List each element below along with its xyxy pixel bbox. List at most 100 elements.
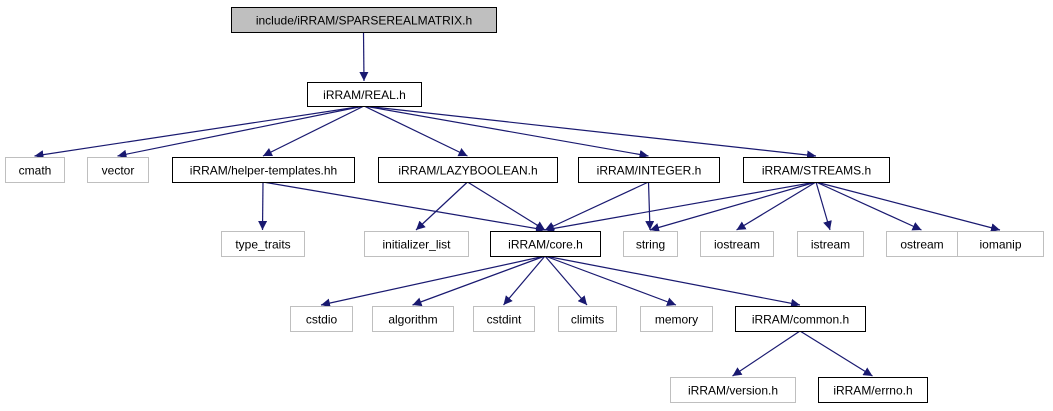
node-box: [957, 231, 1044, 257]
node-box: [172, 157, 355, 183]
edge-lazyboolean-to-initializer-list: [415, 181, 468, 231]
edge-streams-to-istream: [815, 181, 832, 231]
node-box: [818, 377, 928, 403]
node-cmath: cmath: [5, 157, 65, 183]
node-box: [670, 377, 796, 403]
node-label: iRRAM/LAZYBOOLEAN.h: [398, 164, 537, 178]
node-box: [578, 157, 720, 183]
edge-streams-to-core: [544, 181, 817, 233]
nodes: include/iRRAM/SPARSEREALMATRIX.h iRRAM/RE…: [5, 7, 1044, 403]
node-box: [364, 231, 469, 257]
node-lazyboolean[interactable]: iRRAM/LAZYBOOLEAN.h: [378, 157, 558, 183]
node-label: iostream: [714, 238, 760, 252]
edge-helper-templates-to-core: [262, 181, 546, 233]
node-type-traits: type_traits: [221, 231, 305, 257]
edge-real-to-streams: [363, 105, 817, 160]
edge-core-to-cstdint: [503, 255, 546, 306]
node-box: [87, 157, 149, 183]
edge-real-to-integer: [363, 105, 649, 159]
node-common[interactable]: iRRAM/common.h: [735, 306, 866, 332]
node-integer[interactable]: iRRAM/INTEGER.h: [578, 157, 720, 183]
node-box: [623, 231, 678, 257]
edge-real-to-vector: [117, 105, 365, 159]
node-box: [700, 231, 774, 257]
node-box: [743, 157, 890, 183]
node-root[interactable]: include/iRRAM/SPARSEREALMATRIX.h: [231, 7, 497, 33]
edge-common-to-version: [732, 330, 801, 377]
edges: [34, 31, 1001, 377]
node-label: initializer_list: [382, 238, 451, 252]
node-label: string: [636, 238, 665, 252]
node-label: iRRAM/REAL.h: [323, 88, 406, 102]
node-box: [797, 231, 864, 257]
node-box: [886, 231, 958, 257]
node-label: cstdio: [306, 313, 338, 327]
node-label: vector: [102, 164, 135, 178]
node-label: include/iRRAM/SPARSEREALMATRIX.h: [256, 14, 472, 28]
edge-common-to-errno: [799, 330, 873, 377]
edge-core-to-algorithm: [412, 255, 546, 307]
node-box: [372, 306, 454, 332]
edge-core-to-memory: [544, 255, 677, 307]
node-label: climits: [571, 313, 604, 327]
node-label: iRRAM/helper-templates.hh: [190, 164, 337, 178]
edge-streams-to-ostream: [815, 181, 922, 231]
node-box: [640, 306, 713, 332]
node-label: iRRAM/INTEGER.h: [597, 164, 702, 178]
edge-streams-to-iostream: [736, 181, 817, 231]
edge-real-to-cmath: [34, 105, 365, 160]
edge-core-to-climits: [544, 255, 588, 306]
node-label: iomanip: [979, 238, 1021, 252]
edge-integer-to-core: [544, 181, 649, 231]
node-label: iRRAM/version.h: [688, 384, 778, 398]
edge-core-to-cstdio: [320, 255, 546, 308]
node-real[interactable]: iRRAM/REAL.h: [307, 82, 422, 107]
node-label: iRRAM/core.h: [508, 238, 583, 252]
node-iomanip: iomanip: [957, 231, 1044, 257]
node-initializer-list: initializer_list: [364, 231, 469, 257]
node-errno[interactable]: iRRAM/errno.h: [818, 377, 928, 403]
node-label: memory: [655, 313, 698, 327]
node-iostream: iostream: [700, 231, 774, 257]
node-label: cstdint: [487, 313, 522, 327]
edge-real-to-lazyboolean: [363, 105, 468, 157]
node-box: [473, 306, 535, 332]
node-box: [307, 82, 422, 107]
node-ostream: ostream: [886, 231, 958, 257]
node-label: iRRAM/errno.h: [833, 384, 912, 398]
node-version: iRRAM/version.h: [670, 377, 796, 403]
edge-lazyboolean-to-core: [467, 181, 546, 231]
node-box: [221, 231, 305, 257]
node-box: [231, 7, 497, 33]
edge-streams-to-iomanip: [815, 181, 1001, 233]
node-climits: climits: [558, 306, 617, 332]
node-label: iRRAM/common.h: [752, 313, 849, 327]
edge-real-to-helper-templates: [262, 105, 365, 157]
node-label: iRRAM/STREAMS.h: [762, 164, 871, 178]
node-label: cmath: [19, 164, 52, 178]
node-box: [290, 306, 353, 332]
edge-root-to-real: [359, 31, 369, 82]
node-box: [378, 157, 558, 183]
node-helper-templates[interactable]: iRRAM/helper-templates.hh: [172, 157, 355, 183]
node-algorithm: algorithm: [372, 306, 454, 332]
edge-helper-templates-to-type-traits: [258, 181, 268, 231]
node-box: [5, 157, 65, 183]
node-label: type_traits: [235, 238, 290, 252]
node-istream: istream: [797, 231, 864, 257]
node-memory: memory: [640, 306, 713, 332]
node-label: istream: [811, 238, 850, 252]
node-core[interactable]: iRRAM/core.h: [490, 231, 601, 257]
node-box: [558, 306, 617, 332]
node-label: algorithm: [388, 313, 437, 327]
edge-streams-to-string: [649, 181, 817, 232]
edge-core-to-common: [544, 255, 801, 308]
node-string: string: [623, 231, 678, 257]
node-streams[interactable]: iRRAM/STREAMS.h: [743, 157, 890, 183]
node-cstdio: cstdio: [290, 306, 353, 332]
edge-integer-to-string: [645, 181, 655, 231]
node-cstdint: cstdint: [473, 306, 535, 332]
node-label: ostream: [900, 238, 943, 252]
node-vector: vector: [87, 157, 149, 183]
